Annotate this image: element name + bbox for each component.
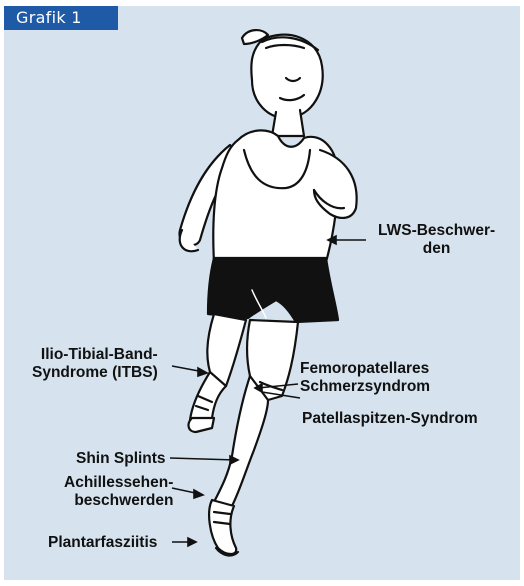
label-itbs-line-2: Syndrome (ITBS) bbox=[32, 364, 158, 382]
label-femoropatellar-line-2: Schmerzsyndrom bbox=[300, 378, 430, 396]
label-lws-line-1: LWS-Beschwer- bbox=[378, 222, 495, 240]
label-itbs-line-1: Ilio-Tibial-Band- bbox=[32, 346, 158, 364]
label-femoropatellar: Femoropatellares Schmerzsyndrom bbox=[300, 360, 430, 396]
label-achilles-line-1: Achillessehen- bbox=[64, 474, 173, 492]
label-achilles: Achillessehen- beschwerden bbox=[64, 474, 173, 510]
label-itbs: Ilio-Tibial-Band- Syndrome (ITBS) bbox=[32, 346, 158, 382]
label-femoropatellar-line-1: Femoropatellares bbox=[300, 360, 430, 378]
label-lws: LWS-Beschwer- den bbox=[378, 222, 495, 258]
label-plantar: Plantarfasziitis bbox=[48, 534, 157, 552]
label-achilles-line-2: beschwerden bbox=[64, 492, 173, 510]
label-lws-line-2: den bbox=[378, 240, 495, 258]
label-shin-splints: Shin Splints bbox=[76, 450, 166, 468]
label-patellaspitzen: Patellaspitzen-Syndrom bbox=[302, 410, 478, 428]
